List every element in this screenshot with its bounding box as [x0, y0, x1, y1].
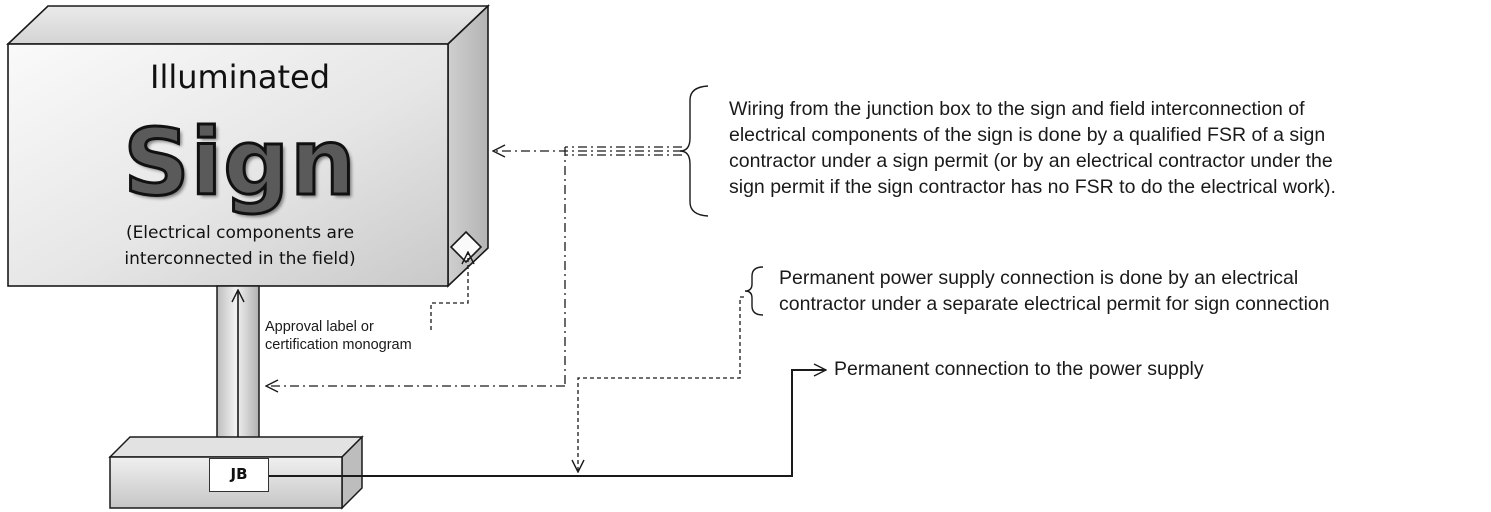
wiring-note-line4: sign permit if the sign contractor has n… [729, 176, 1336, 198]
power-note-brace [744, 266, 764, 316]
power-note-leader [578, 296, 744, 472]
approval-label-line1: Approval label or [265, 319, 374, 335]
wiring-note: Wiring from the junction box to the sign… [729, 96, 1489, 200]
sign-top-face [5, 5, 491, 45]
power-note: Permanent power supply connection is don… [779, 265, 1479, 317]
approval-label-text: Approval label or certification monogram [265, 318, 485, 354]
sign-box [5, 4, 491, 288]
sign-note-line1: (Electrical components are [125, 223, 355, 243]
sign-note-line2: interconnected in the field) [124, 249, 356, 269]
power-connection-label: Permanent connection to the power supply [834, 358, 1204, 380]
wiring-note-line2: electrical components of the sign is don… [729, 124, 1326, 146]
approval-label-leader [430, 252, 468, 330]
approval-label-line2: certification monogram [265, 337, 412, 353]
wiring-note-line1: Wiring from the junction box to the sign… [729, 98, 1305, 120]
wiring-note-line3: contractor under a sign permit (or by an… [729, 150, 1333, 172]
power-note-line2: contractor under a separate electrical p… [779, 293, 1330, 315]
power-supply-wire [269, 370, 826, 477]
power-note-line1: Permanent power supply connection is don… [779, 267, 1299, 289]
sign-front-face [7, 43, 449, 287]
sign-components-note: (Electrical components are interconnecte… [60, 220, 420, 272]
wiring-note-brace [679, 85, 709, 217]
wiring-note-leaders [266, 147, 682, 386]
sign-title: Illuminated [150, 58, 330, 96]
sign-word: Sign [122, 108, 357, 218]
junction-box-label: JB [209, 458, 269, 492]
conduit-pole [216, 285, 260, 458]
